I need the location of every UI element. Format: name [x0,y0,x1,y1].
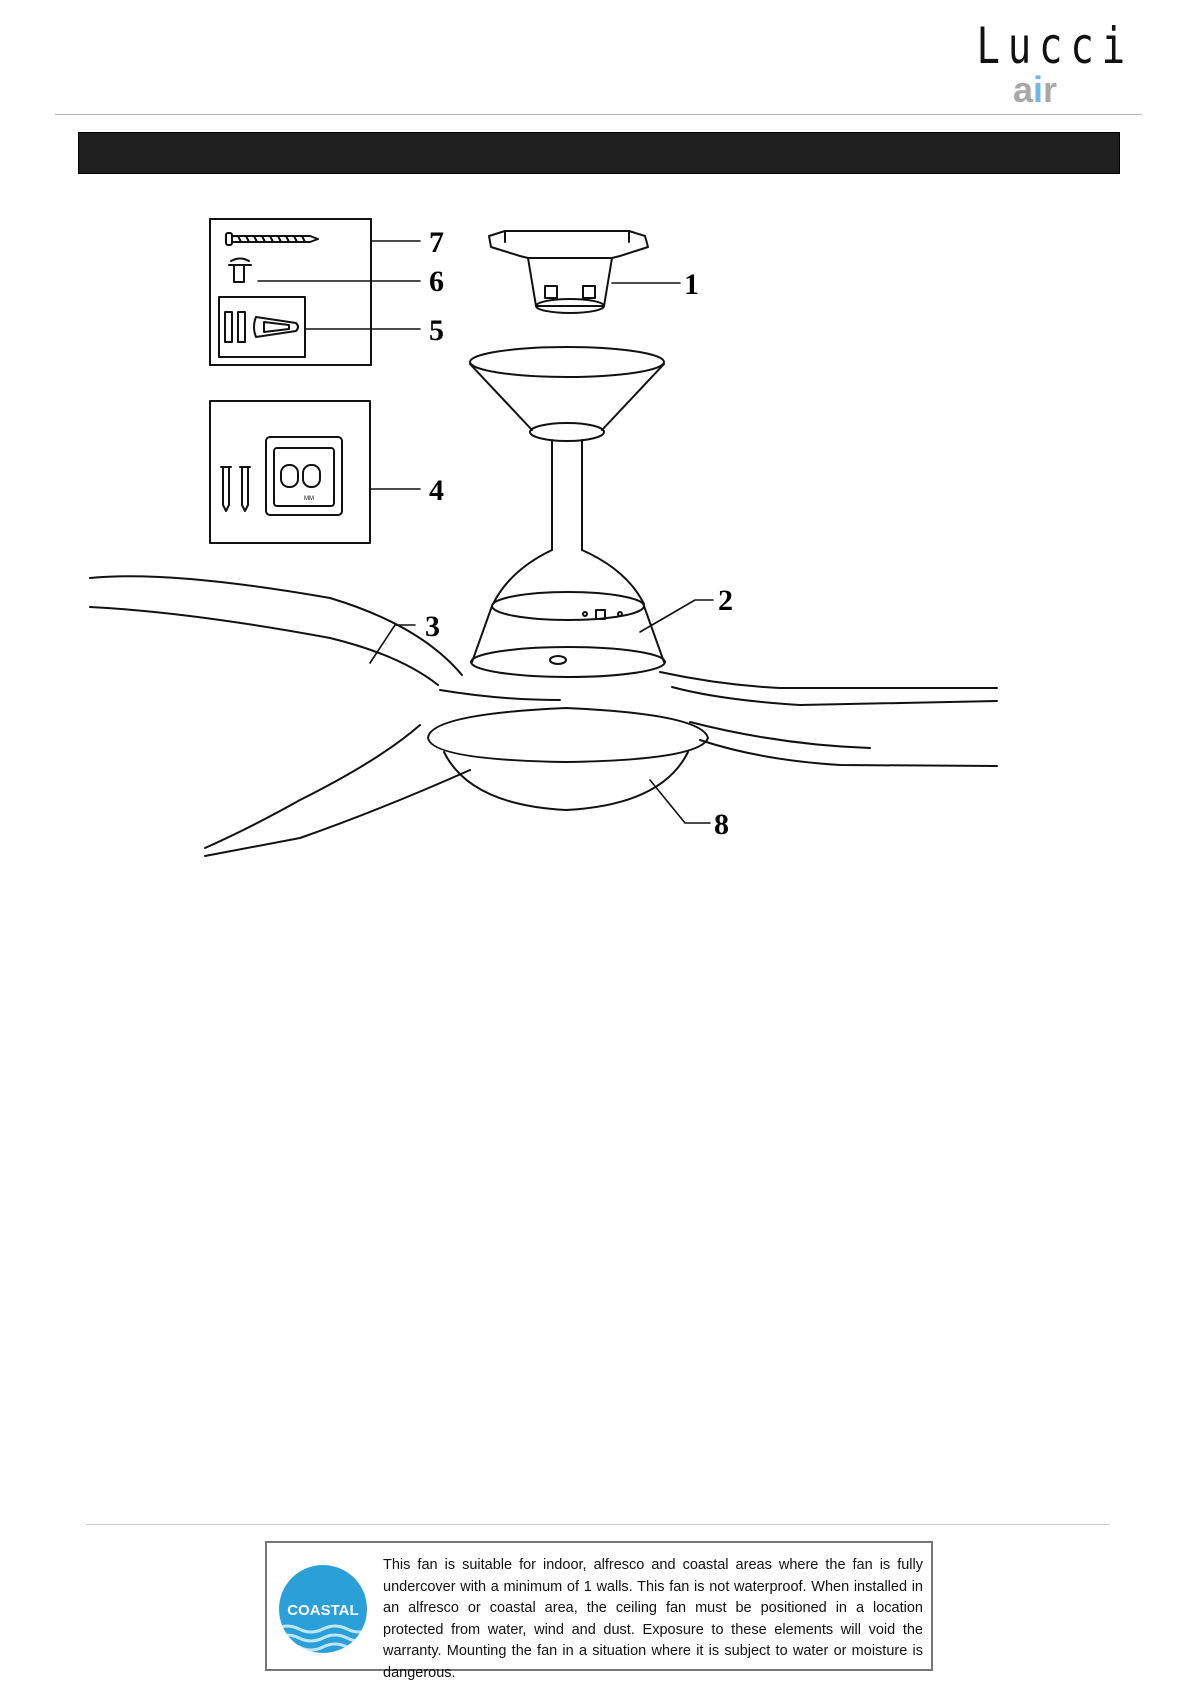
leader-8 [649,779,711,824]
remote-screws-icon [220,466,251,512]
remote-button-right [302,464,321,488]
leader-2 [639,599,714,633]
callout-6: 6 [429,265,444,298]
callout-3: 3 [425,610,440,643]
canopy-icon [469,346,665,551]
section-title-bar [78,132,1120,174]
callout-1: 1 [684,268,699,301]
footer-divider [86,1524,1110,1525]
light-kit-icon [427,707,709,811]
mounting-bracket-icon [488,230,649,314]
coastal-badge-icon: COASTAL [279,1565,367,1653]
coastal-notice-text: This fan is suitable for indoor, alfresc… [383,1557,923,1681]
callout-4: 4 [429,474,444,507]
wood-screw-icon [225,232,319,246]
coastal-notice: COASTAL This fan is suitable for indoor,… [265,1541,933,1681]
callout-5: 5 [429,314,444,347]
callout-8: 8 [714,808,729,841]
remote-box [209,400,371,544]
brand-logo: Lucci air [960,17,1133,110]
leader-3 [369,624,416,664]
brand-sub: air [1012,69,1058,110]
callout-7: 7 [429,226,444,259]
header-divider [55,114,1142,115]
remote-button-left [280,464,299,488]
remote-holder [265,436,343,516]
parts-diagram: 7 6 5 1 4 2 3 8 MM [89,218,998,857]
remote-label: MM [304,496,314,502]
blade-screw-icon [228,257,252,283]
hardware-box [209,218,372,366]
balancing-kit-icon [218,296,306,358]
motor-housing-icon [470,549,666,678]
coastal-badge-label: COASTAL [287,1602,358,1619]
callout-2: 2 [718,584,733,617]
fan-blades-icon [89,575,998,857]
brand-name: Lucci [976,17,1133,75]
